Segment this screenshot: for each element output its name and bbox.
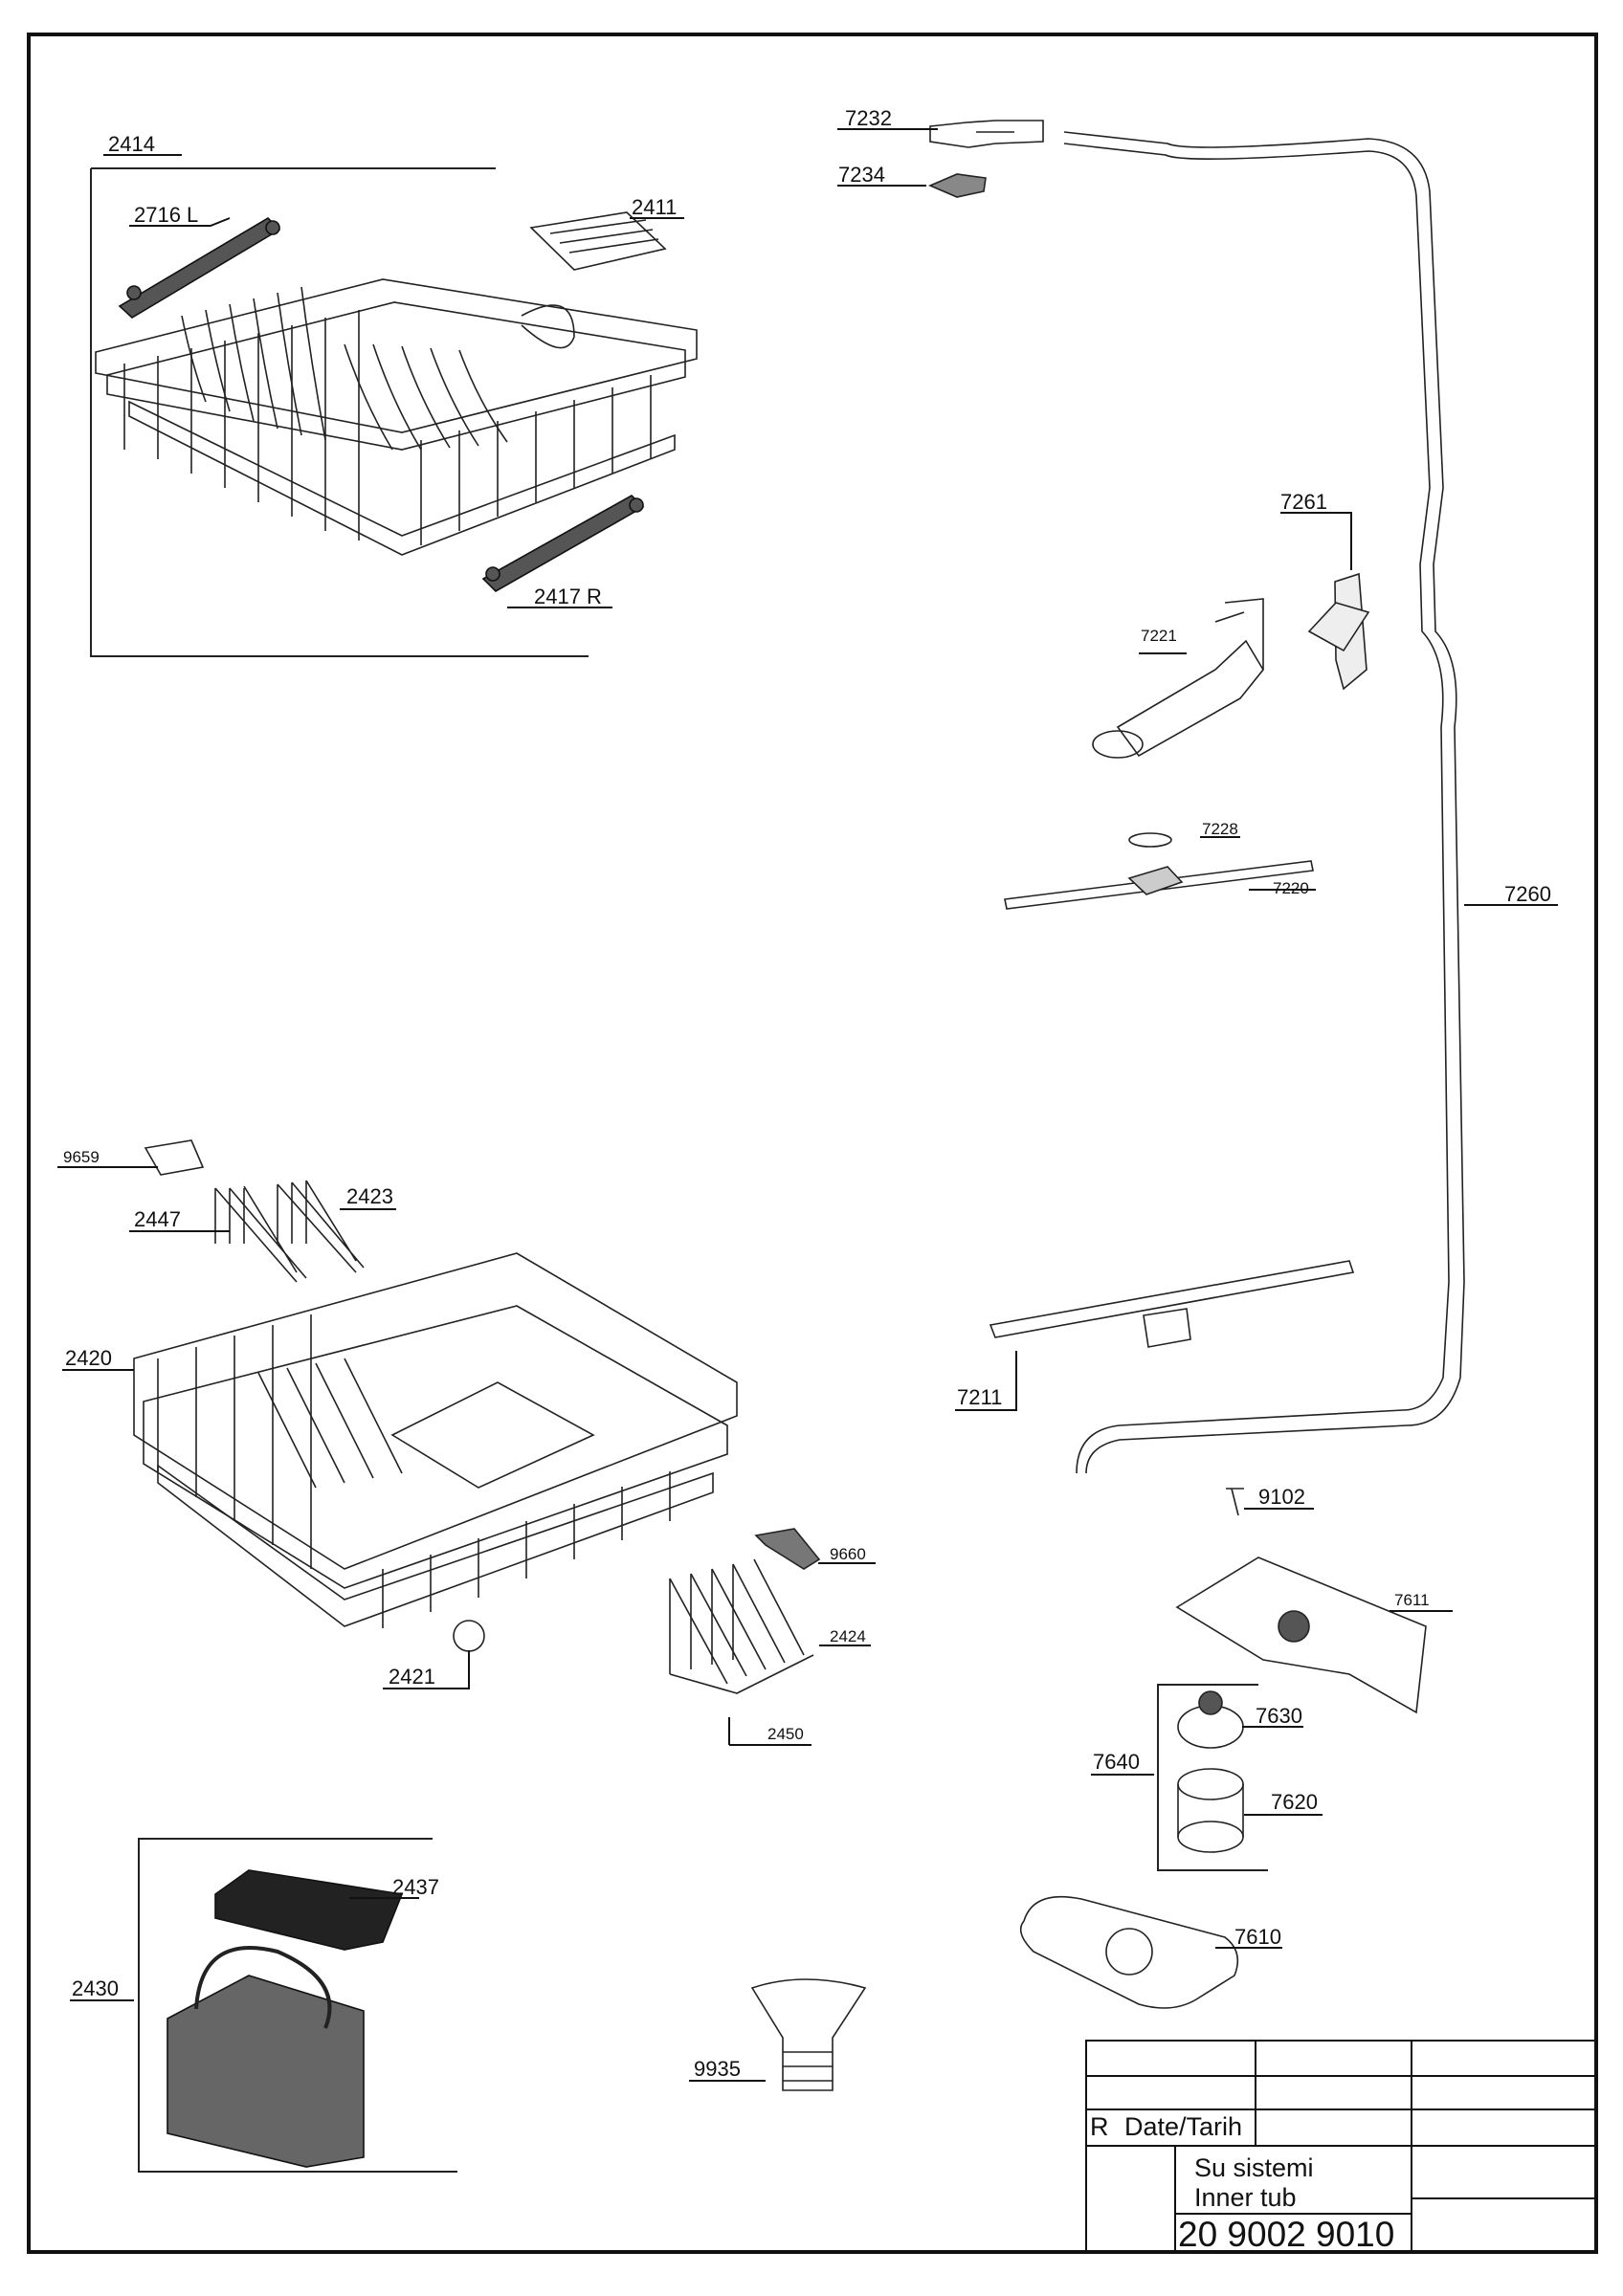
label-9660: 9660 — [830, 1545, 866, 1563]
label-7611: 7611 — [1394, 1591, 1430, 1609]
label-2421: 2421 — [389, 1665, 435, 1689]
tine-rack-2447 — [214, 1185, 307, 1283]
middle-spray-arm-7220 — [1004, 860, 1314, 910]
label-2414: 2414 — [108, 132, 155, 156]
connector-7232 — [929, 120, 1044, 148]
tine-rack-2450 — [669, 1558, 814, 1694]
o-ring-7228 — [1128, 832, 1172, 848]
drawing-number: 20 9002 9010 — [1178, 2215, 1394, 2254]
filter-7630 — [1177, 1690, 1244, 1749]
title-turkish: Su sistemi — [1194, 2153, 1314, 2182]
part-labels: 2414 2716 L 2411 2417 R 7232 7234 7261 7… — [63, 106, 1551, 2081]
label-7234: 7234 — [838, 163, 885, 187]
cutlery-basket — [167, 1975, 365, 2168]
title-block: R Date/Tarih Su sistemi Inner tub 20 900… — [1085, 2040, 1597, 2254]
label-9102: 9102 — [1258, 1485, 1305, 1509]
label-2420: 2420 — [65, 1346, 112, 1370]
label-7228: 7228 — [1202, 820, 1238, 838]
lower-basket-group — [133, 1139, 821, 1694]
group-bracket-2414 — [90, 167, 589, 657]
label-2450: 2450 — [767, 1725, 804, 1743]
label-7610: 7610 — [1234, 1925, 1281, 1949]
leader-lines — [57, 128, 1558, 2082]
upper-basket-group — [90, 167, 698, 657]
label-7232: 7232 — [845, 106, 892, 130]
supply-pipe-7260 — [1063, 131, 1465, 1474]
upper-arm-7221 — [1092, 598, 1264, 759]
clip-9660 — [754, 1528, 821, 1570]
label-2411: 2411 — [632, 195, 677, 219]
rail-left-2716 — [118, 216, 281, 319]
label-2430: 2430 — [72, 1976, 119, 2000]
label-2423: 2423 — [346, 1184, 393, 1208]
label-7261: 7261 — [1280, 490, 1327, 514]
label-9935: 9935 — [694, 2057, 741, 2081]
label-7620: 7620 — [1271, 1790, 1318, 1814]
label-2424: 2424 — [830, 1627, 866, 1645]
group-bracket-2430 — [138, 1838, 457, 2173]
label-7221: 7221 — [1141, 627, 1177, 645]
drawing-frame — [27, 33, 1598, 2254]
label-2716: 2716 L — [134, 203, 198, 227]
label-7630: 7630 — [1256, 1704, 1302, 1728]
revision-label: R — [1090, 2112, 1109, 2141]
tine-rack-2423 — [277, 1180, 365, 1273]
label-7220: 7220 — [1273, 879, 1309, 897]
bracket-7261 — [1307, 572, 1370, 691]
rail-right-2417 — [481, 495, 645, 592]
group-bracket-7640 — [1157, 1684, 1268, 1871]
lower-spray-arm-7211 — [989, 1260, 1355, 1338]
label-9659: 9659 — [63, 1148, 100, 1166]
label-7211: 7211 — [957, 1385, 1002, 1409]
label-7640: 7640 — [1093, 1750, 1140, 1774]
screw-9102 — [1226, 1488, 1244, 1516]
funnel-9935 — [750, 1978, 867, 2091]
label-2437: 2437 — [392, 1875, 439, 1899]
cup-shelf-2411 — [529, 211, 667, 271]
label-2417: 2417 R — [534, 585, 602, 608]
label-7260: 7260 — [1504, 882, 1551, 906]
filter-7620 — [1177, 1768, 1244, 1853]
title-english: Inner tub — [1194, 2183, 1297, 2212]
clip-9659 — [144, 1139, 205, 1176]
gasket-7610 — [1019, 1895, 1239, 2009]
label-2447: 2447 — [134, 1207, 181, 1231]
water-pipe-system — [927, 120, 1465, 2009]
wheel-2421 — [453, 1620, 485, 1652]
clip-7234 — [927, 173, 987, 198]
date-label: Date/Tarih — [1124, 2112, 1242, 2141]
cutlery-basket-group — [138, 1838, 867, 2173]
basket-lid-2437 — [214, 1869, 404, 1951]
